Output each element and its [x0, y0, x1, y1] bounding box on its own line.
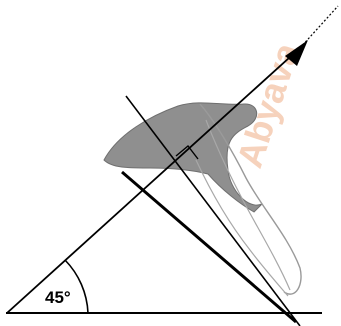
angle-arc: [64, 259, 89, 314]
central-ray-dotted-extension: [299, 5, 339, 49]
tooth-root-outline-left: [195, 159, 289, 297]
tooth-axis-line: [125, 95, 301, 326]
tooth-root-outline-outer: [199, 103, 302, 295]
central-ray-line: [6, 47, 301, 314]
right-angle-marker: [175, 144, 199, 160]
film-plane-line: [121, 170, 297, 324]
tooth-root-outline-inner: [205, 119, 291, 291]
beam-arrowhead-icon: [285, 40, 308, 66]
angle-label: 45°: [45, 288, 71, 307]
